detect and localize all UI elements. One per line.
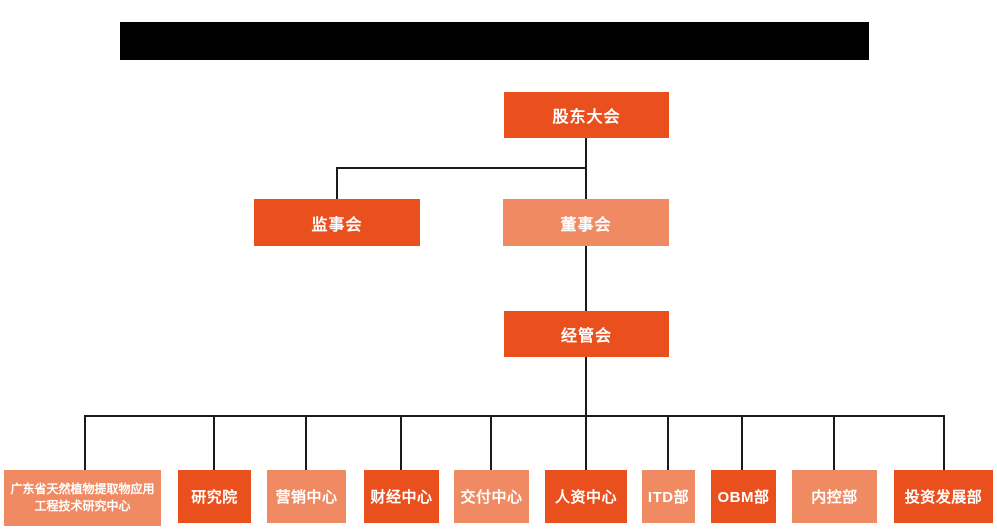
node-dept-research-center: 广东省天然植物提取物应用工程技术研究中心 bbox=[4, 470, 161, 526]
node-dept-investment-development: 投资发展部 bbox=[894, 470, 993, 523]
connector-drop-2 bbox=[213, 415, 215, 470]
node-dept-marketing-center: 营销中心 bbox=[267, 470, 346, 523]
node-dept-internal-control: 内控部 bbox=[792, 470, 877, 523]
node-supervisory-board: 监事会 bbox=[254, 199, 420, 246]
connector-bus-horizontal bbox=[85, 415, 945, 417]
node-management-committee: 经管会 bbox=[504, 311, 669, 357]
node-dept-obm: OBM部 bbox=[711, 470, 776, 523]
connector-drop-6 bbox=[585, 415, 587, 470]
node-dept-finance-center: 财经中心 bbox=[364, 470, 439, 523]
node-dept-itd: ITD部 bbox=[642, 470, 695, 523]
connector-drop-4 bbox=[400, 415, 402, 470]
connector-drop-5 bbox=[490, 415, 492, 470]
node-dept-delivery-center: 交付中心 bbox=[454, 470, 529, 523]
connector-drop-9 bbox=[833, 415, 835, 470]
connector-drop-8 bbox=[741, 415, 743, 470]
connector-management-to-bus bbox=[585, 356, 587, 417]
connector-drop-7 bbox=[667, 415, 669, 470]
connector-level2-horizontal bbox=[336, 167, 587, 169]
redacted-title-bar bbox=[120, 22, 869, 60]
connector-board-to-management bbox=[585, 246, 587, 312]
connector-drop-3 bbox=[305, 415, 307, 470]
node-dept-research-institute: 研究院 bbox=[178, 470, 251, 523]
node-shareholders-meeting: 股东大会 bbox=[504, 92, 669, 138]
connector-drop-10 bbox=[943, 415, 945, 470]
connector-drop-1 bbox=[84, 415, 86, 470]
connector-supervisory-drop bbox=[336, 167, 338, 200]
node-board-of-directors: 董事会 bbox=[503, 199, 669, 246]
node-dept-hr-center: 人资中心 bbox=[545, 470, 627, 523]
